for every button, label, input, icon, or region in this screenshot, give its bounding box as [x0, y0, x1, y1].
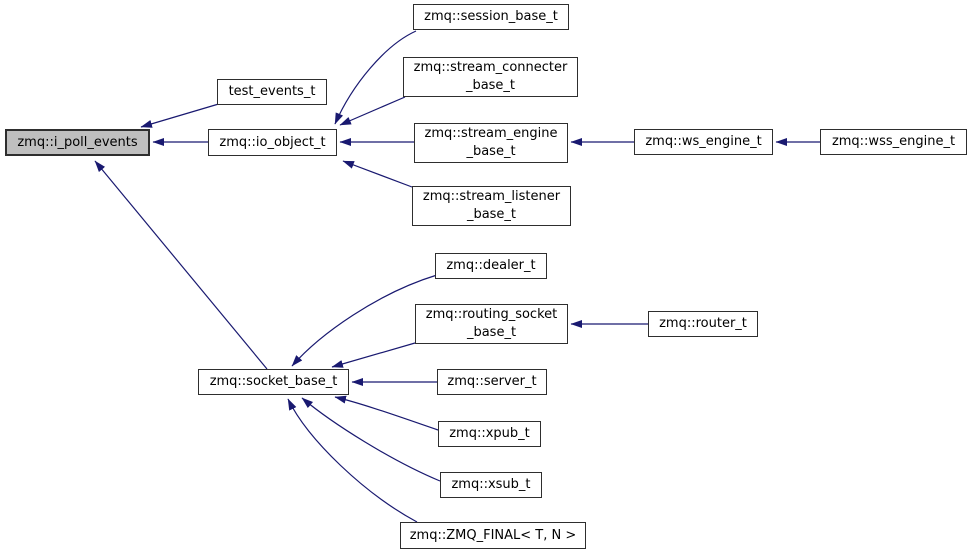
- edge-session-base-to-io-object: [334, 30, 417, 125]
- class-node-zmq-wss-engine-t[interactable]: zmq::wss_engine_t: [820, 129, 967, 155]
- class-node-zmq-server-t[interactable]: zmq::server_t: [437, 369, 547, 395]
- edge-xpub-to-socket-base: [334, 395, 439, 431]
- class-node-zmq-xsub-t[interactable]: zmq::xsub_t: [440, 472, 542, 498]
- class-node-zmq-i-poll-events: zmq::i_poll_events: [5, 129, 150, 156]
- class-node-zmq-io-object-t[interactable]: zmq::io_object_t: [208, 129, 337, 156]
- class-node-zmq-session-base-t[interactable]: zmq::session_base_t: [413, 4, 569, 30]
- edge-dealer-to-socket-base: [291, 274, 438, 367]
- edge-stream-connecter-base-to-io-object: [339, 96, 406, 126]
- edge-test-events-to-i-poll-events: [140, 102, 223, 128]
- class-node-zmq-stream-engine-base-t[interactable]: zmq::stream_engine _base_t: [414, 123, 568, 163]
- class-node-test-events-t[interactable]: test_events_t: [217, 79, 327, 105]
- class-node-zmq-xpub-t[interactable]: zmq::xpub_t: [438, 421, 541, 447]
- class-node-zmq-stream-listener-base-t[interactable]: zmq::stream_listener _base_t: [412, 186, 571, 226]
- edge-routing-socket-base-to-socket-base: [331, 342, 416, 368]
- edge-zmq-final-to-socket-base: [287, 398, 418, 523]
- class-node-zmq-routing-socket-base-t[interactable]: zmq::routing_socket _base_t: [415, 304, 568, 344]
- class-node-zmq-zmq-final-t-n[interactable]: zmq::ZMQ_FINAL< T, N >: [400, 522, 586, 549]
- edge-socket-base-to-i-poll-events: [94, 160, 268, 370]
- class-node-zmq-stream-connecter-base-t[interactable]: zmq::stream_connecter _base_t: [403, 57, 578, 97]
- class-node-zmq-router-t[interactable]: zmq::router_t: [648, 311, 758, 337]
- edge-xsub-to-socket-base: [301, 397, 441, 482]
- class-node-zmq-ws-engine-t[interactable]: zmq::ws_engine_t: [634, 129, 773, 155]
- edge-stream-listener-base-to-io-object: [342, 160, 413, 188]
- class-node-zmq-socket-base-t[interactable]: zmq::socket_base_t: [198, 369, 349, 395]
- class-node-zmq-dealer-t[interactable]: zmq::dealer_t: [435, 253, 547, 279]
